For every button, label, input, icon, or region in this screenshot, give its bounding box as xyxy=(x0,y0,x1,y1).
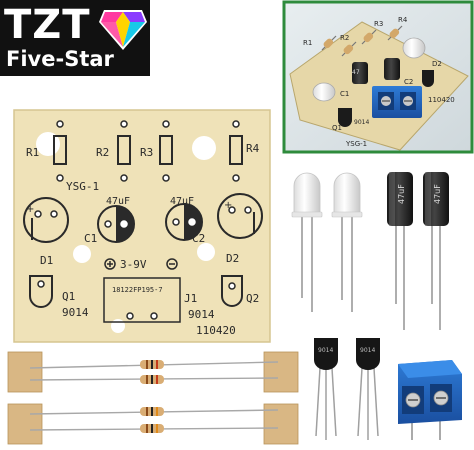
label-c1: C1 xyxy=(84,232,97,245)
label-d1: D1 xyxy=(40,254,53,267)
preview-label-c1: C1 xyxy=(340,90,349,98)
electrolytic-capacitors: 47uF 47uF xyxy=(387,172,449,330)
capacitor-footprint-c2 xyxy=(165,203,203,241)
transistor-footprint-q2 xyxy=(221,275,243,307)
resistors xyxy=(7,351,299,445)
label-q1: Q1 xyxy=(62,290,75,303)
led-footprint-d1: + xyxy=(23,197,69,243)
capacitor-1-marking: 47uF xyxy=(397,184,406,204)
logo-text: TZT xyxy=(4,2,91,48)
label-c2-value: 47uF xyxy=(170,196,194,207)
screw-terminal-block xyxy=(398,360,462,440)
preview-label-c2: C2 xyxy=(404,78,413,86)
svg-text:+: + xyxy=(26,204,34,215)
label-voltage: 3-9V xyxy=(120,258,147,271)
label-r3: R3 xyxy=(140,146,153,159)
label-j1: J1 xyxy=(184,292,197,305)
capacitor-footprint-c1 xyxy=(97,205,135,243)
label-footprint-code: 18122FP195-7 xyxy=(112,286,163,294)
white-leds xyxy=(291,172,363,312)
preview-label-q1: Q1 xyxy=(332,124,342,132)
preview-label-47: 47 xyxy=(352,69,360,76)
preview-date-code: 110420 xyxy=(428,96,455,104)
svg-text:+: + xyxy=(224,200,232,211)
label-r2: R2 xyxy=(96,146,109,159)
preview-label-r4: R4 xyxy=(398,16,408,24)
label-model: YSG-1 xyxy=(66,180,99,193)
terminal-footprint-j1 xyxy=(103,277,181,323)
transistor-1-marking: 9014 xyxy=(318,347,333,354)
transistors-9014: 9014 9014 xyxy=(314,338,380,440)
label-q2: Q2 xyxy=(246,292,259,305)
led-footprint-d2: + xyxy=(217,193,263,239)
logo-subtext: Five-Star xyxy=(6,47,114,71)
label-d2: D2 xyxy=(226,252,239,265)
preview-transistor-part: 9014 xyxy=(354,119,369,126)
label-r4: R4 xyxy=(246,142,260,155)
diamond-gem-icon xyxy=(99,10,147,50)
label-q2-part: 9014 xyxy=(188,308,215,321)
label-date-code: 110420 xyxy=(196,324,236,337)
preview-label-r1: R1 xyxy=(303,39,312,47)
bare-pcb-board: R1 R2 R3 R4 YSG-1 + + D1 D2 xyxy=(13,109,271,343)
preview-label-d2: D2 xyxy=(432,60,442,68)
resistor-footprints xyxy=(53,120,243,182)
label-q1-part: 9014 xyxy=(62,306,89,319)
brand-logo: TZT Five-Star xyxy=(0,0,150,76)
transistor-2-marking: 9014 xyxy=(360,347,375,354)
label-c2: C2 xyxy=(192,232,205,245)
capacitor-2-marking: 47uF xyxy=(433,184,442,204)
preview-label-r2: R2 xyxy=(340,34,349,42)
assembled-board-preview: R1 R2 R3 R4 C1 C2 D2 47 Q1 9014 YSG-1 11… xyxy=(282,0,474,154)
transistor-footprint-q1 xyxy=(29,275,53,308)
label-c1-value: 47uF xyxy=(106,196,130,207)
preview-label-r3: R3 xyxy=(374,20,383,28)
label-r1: R1 xyxy=(26,146,39,159)
preview-model: YSG-1 xyxy=(345,140,367,148)
